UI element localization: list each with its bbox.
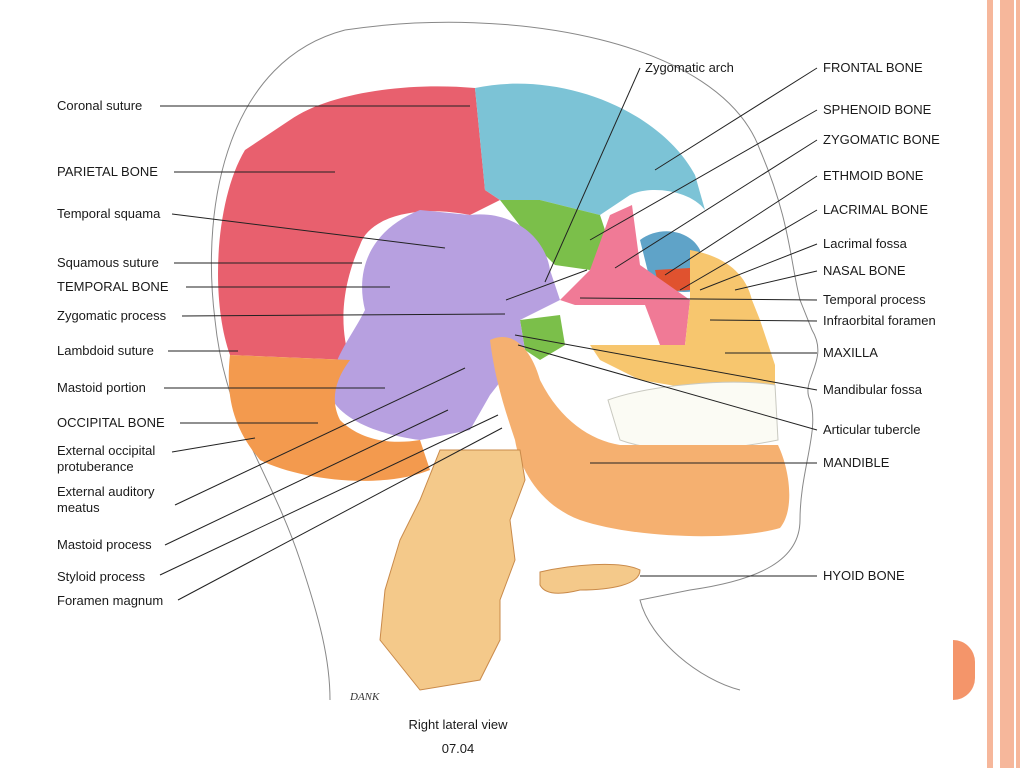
figure-caption: Right lateral view — [408, 717, 508, 732]
label-zygomatic-bone: ZYGOMATIC BONE — [823, 132, 940, 147]
leader-infraorbital-foramen — [709, 319, 818, 322]
decorative-stripe-outer — [987, 0, 993, 768]
label-maxilla: MAXILLA — [823, 345, 878, 360]
leader-lacrimal-fossa — [699, 243, 818, 291]
label-lacrimal-bone: LACRIMAL BONE — [823, 202, 928, 217]
leader-temporal-process — [579, 297, 818, 301]
leader-articular-tubercle — [517, 344, 818, 431]
label-external-occipital-protuberance: External occipital protuberance — [57, 443, 156, 474]
leader-external-occipital-protuberance — [171, 437, 256, 453]
label-mastoid-process: Mastoid process — [57, 537, 152, 552]
label-sphenoid-bone: SPHENOID BONE — [823, 102, 932, 117]
leader-ethmoid-bone — [664, 175, 818, 276]
frontal-bone — [475, 83, 705, 216]
leader-zygomatic-arch-bracket — [505, 269, 588, 301]
leader-nasal-bone — [734, 270, 818, 291]
zygomatic-bone — [560, 205, 690, 345]
label-ethmoid-bone: ETHMOID BONE — [823, 168, 924, 183]
label-hyoid-bone: HYOID BONE — [823, 568, 905, 583]
leader-zygomatic-arch — [544, 67, 641, 283]
head-outline — [344, 21, 819, 691]
label-temporal-bone: TEMPORAL BONE — [57, 279, 169, 294]
cervical-spine — [379, 449, 526, 691]
leader-styloid-process — [159, 414, 499, 576]
teeth — [607, 381, 779, 450]
label-frontal-bone: FRONTAL BONE — [823, 60, 923, 75]
maxilla — [590, 250, 775, 390]
leader-temporal-squama — [171, 213, 446, 249]
label-foramen-magnum: Foramen magnum — [57, 593, 164, 608]
label-lacrimal-fossa: Lacrimal fossa — [823, 236, 907, 251]
label-coronal-suture: Coronal suture — [57, 98, 143, 113]
label-nasal-bone: NASAL BONE — [823, 263, 906, 278]
label-temporal-process: Temporal process — [823, 292, 926, 307]
figure-number: 07.04 — [441, 741, 475, 756]
label-zygomatic-arch: Zygomatic arch — [645, 60, 734, 75]
label-parietal-bone: PARIETAL BONE — [57, 164, 158, 179]
label-external-auditory-meatus: External auditory meatus — [57, 484, 155, 515]
sphenoid-bone — [500, 200, 610, 270]
label-zygomatic-process: Zygomatic process — [57, 308, 167, 323]
artist-signature: DANK — [349, 691, 380, 703]
leader-frontal-bone — [654, 67, 818, 171]
label-styloid-process: Styloid process — [57, 569, 146, 584]
label-infraorbital-foramen: Infraorbital foramen — [823, 313, 936, 328]
leader-zygomatic-bone — [614, 139, 818, 269]
label-occipital-bone: OCCIPITAL BONE — [57, 415, 165, 430]
label-squamous-suture: Squamous suture — [57, 255, 159, 270]
mandible — [490, 336, 790, 537]
leader-foramen-magnum — [177, 427, 503, 601]
occipital-bone — [228, 355, 430, 481]
parietal-bone — [218, 86, 500, 361]
label-mandible: MANDIBLE — [823, 455, 890, 470]
label-lambdoid-suture: Lambdoid suture — [57, 343, 154, 358]
leader-mandibular-fossa — [514, 334, 818, 391]
label-mastoid-portion: Mastoid portion — [57, 380, 146, 395]
label-temporal-squama: Temporal squama — [57, 206, 161, 221]
leader-mastoid-process — [164, 409, 449, 546]
temporal-bone — [330, 210, 560, 440]
hyoid-bone — [539, 563, 641, 594]
decorative-stripe-inner — [1000, 0, 1014, 768]
leader-zygomatic-process — [181, 313, 506, 317]
label-articular-tubercle: Articular tubercle — [823, 422, 921, 437]
label-mandibular-fossa: Mandibular fossa — [823, 382, 922, 397]
decorative-stripe-edge — [1016, 0, 1020, 768]
leader-lacrimal-bone — [679, 209, 818, 291]
slide-tab-marker — [953, 640, 975, 700]
leader-sphenoid-bone — [589, 109, 818, 241]
leader-external-auditory-meatus — [174, 367, 466, 506]
